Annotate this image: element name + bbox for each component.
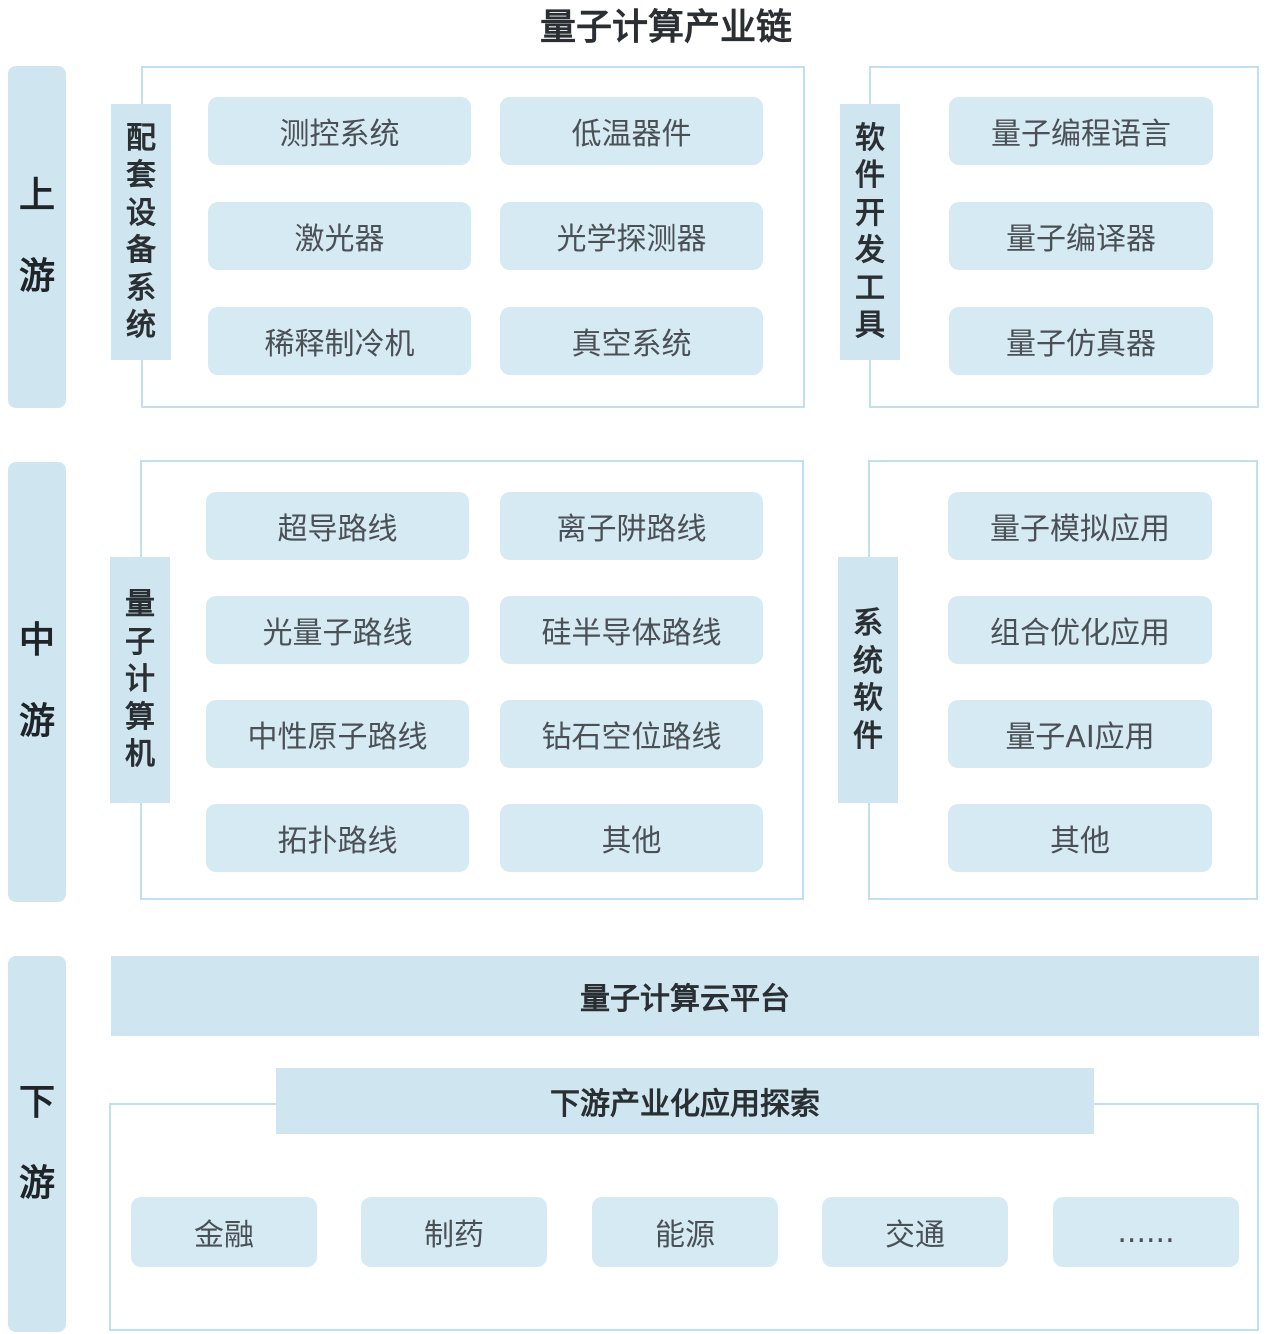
industry-item: 能源	[592, 1197, 778, 1267]
label-char: 算	[125, 699, 155, 735]
system-software-label: 系 统 软 件	[838, 557, 898, 803]
route-item: 硅半导体路线	[500, 596, 763, 664]
label-char: 发	[855, 233, 885, 268]
computer-label: 量 子 计 算 机	[110, 557, 170, 803]
route-item: 光量子路线	[206, 596, 469, 664]
label-char: 件	[853, 718, 883, 754]
application-item: 其他	[948, 804, 1212, 872]
application-item: 量子AI应用	[948, 700, 1212, 768]
equipment-item: 激光器	[208, 202, 471, 270]
label-char: 软	[853, 681, 883, 716]
label-char: 统	[126, 308, 156, 343]
route-item: 离子阱路线	[500, 492, 763, 560]
application-item: 量子模拟应用	[948, 492, 1212, 560]
label-char: 套	[126, 158, 156, 193]
software-tool-item: 量子编译器	[949, 202, 1213, 270]
stage-char: 游	[18, 1163, 55, 1204]
industry-item-more: ......	[1053, 1197, 1239, 1267]
equipment-item: 测控系统	[208, 97, 471, 165]
label-char: 软	[855, 120, 885, 156]
industry-item: 金融	[131, 1197, 317, 1267]
software-tool-item: 量子仿真器	[949, 307, 1213, 375]
stage-char: 中	[18, 620, 55, 662]
diagram-title: 量子计算产业链	[500, 4, 832, 52]
label-char: 量	[125, 587, 155, 623]
label-char: 计	[125, 662, 155, 698]
stage-downstream: 下 游	[8, 956, 66, 1332]
industry-item: 制药	[361, 1197, 547, 1267]
label-char: 件	[855, 158, 885, 193]
label-char: 设	[126, 195, 156, 231]
label-char: 统	[853, 643, 883, 679]
software-tool-item: 量子编程语言	[949, 97, 1213, 165]
stage-char: 上	[18, 175, 55, 217]
stage-char: 游	[18, 256, 55, 297]
stage-char: 下	[18, 1082, 55, 1124]
label-char: 开	[855, 195, 885, 231]
label-char: 系	[853, 606, 883, 641]
application-item: 组合优化应用	[948, 596, 1212, 664]
label-char: 工	[855, 270, 885, 306]
route-item: 中性原子路线	[206, 700, 469, 768]
exploration-band: 下游产业化应用探索	[276, 1068, 1094, 1134]
software-tools-label: 软 件 开 发 工 具	[840, 104, 900, 360]
label-char: 机	[125, 737, 155, 773]
stage-char: 游	[18, 701, 55, 742]
label-char: 子	[125, 624, 155, 660]
label-char: 系	[126, 270, 156, 306]
stage-midstream: 中 游	[8, 462, 66, 902]
equipment-item: 稀释制冷机	[208, 307, 471, 375]
label-char: 具	[855, 308, 885, 343]
equipment-label: 配 套 设 备 系 统	[111, 104, 171, 360]
route-item: 钻石空位路线	[500, 700, 763, 768]
label-char: 配	[126, 120, 156, 156]
route-item: 超导路线	[206, 492, 469, 560]
label-char: 备	[126, 233, 156, 268]
route-item: 其他	[500, 804, 763, 872]
route-item: 拓扑路线	[206, 804, 469, 872]
industry-item: 交通	[822, 1197, 1008, 1267]
stage-upstream: 上 游	[8, 66, 66, 408]
cloud-platform-band: 量子计算云平台	[111, 956, 1259, 1036]
equipment-item: 真空系统	[500, 307, 763, 375]
equipment-item: 低温器件	[500, 97, 763, 165]
equipment-item: 光学探测器	[500, 202, 763, 270]
